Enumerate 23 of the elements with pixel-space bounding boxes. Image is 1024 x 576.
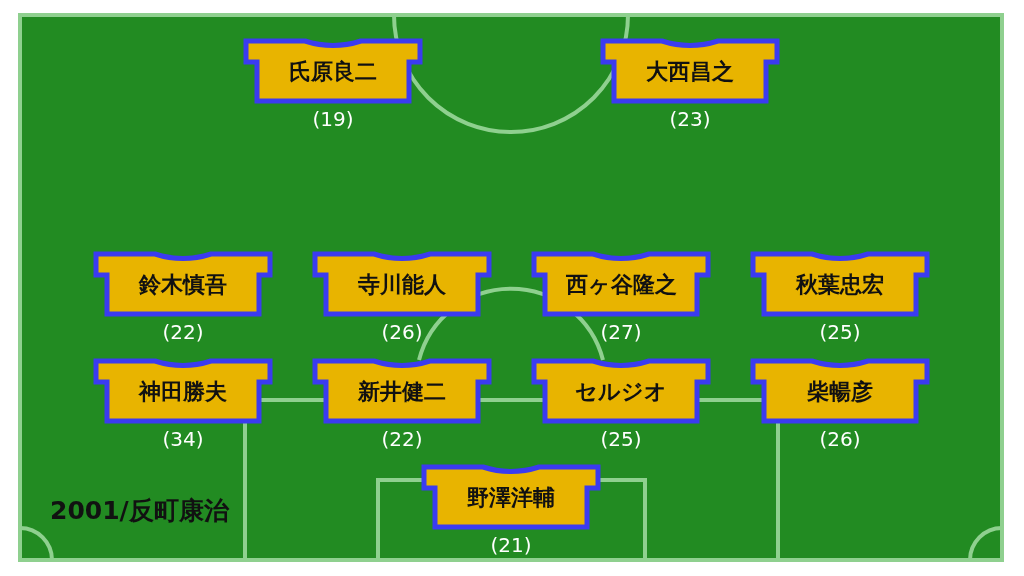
- player-number: (21): [490, 535, 532, 556]
- player-name: 新井健二: [357, 378, 447, 406]
- player-name: 秋葉忠宏: [794, 271, 885, 299]
- player-number: (34): [162, 429, 204, 450]
- player-number: (23): [669, 109, 711, 130]
- player-name: セルジオ: [574, 378, 668, 406]
- player-number: (22): [381, 429, 423, 450]
- player-number: (25): [600, 429, 642, 450]
- player-name: 大西昌之: [645, 58, 735, 86]
- player-name: 鈴木慎吾: [137, 271, 228, 299]
- player-name: 神田勝夫: [137, 378, 228, 406]
- player-number: (26): [819, 429, 861, 450]
- player-number: (19): [312, 109, 354, 130]
- player-number: (22): [162, 322, 204, 343]
- player-name: 寺川能人: [357, 271, 447, 299]
- player-name: 西ヶ谷隆之: [564, 271, 678, 299]
- player-number: (27): [600, 322, 642, 343]
- player-number: (25): [819, 322, 861, 343]
- player-name: 氏原良二: [288, 58, 378, 86]
- player-name: 柴暢彦: [806, 378, 874, 406]
- player-name: 野澤洋輔: [466, 484, 556, 512]
- player-number: (26): [381, 322, 423, 343]
- formation-caption: 2001/反町康治: [50, 495, 229, 527]
